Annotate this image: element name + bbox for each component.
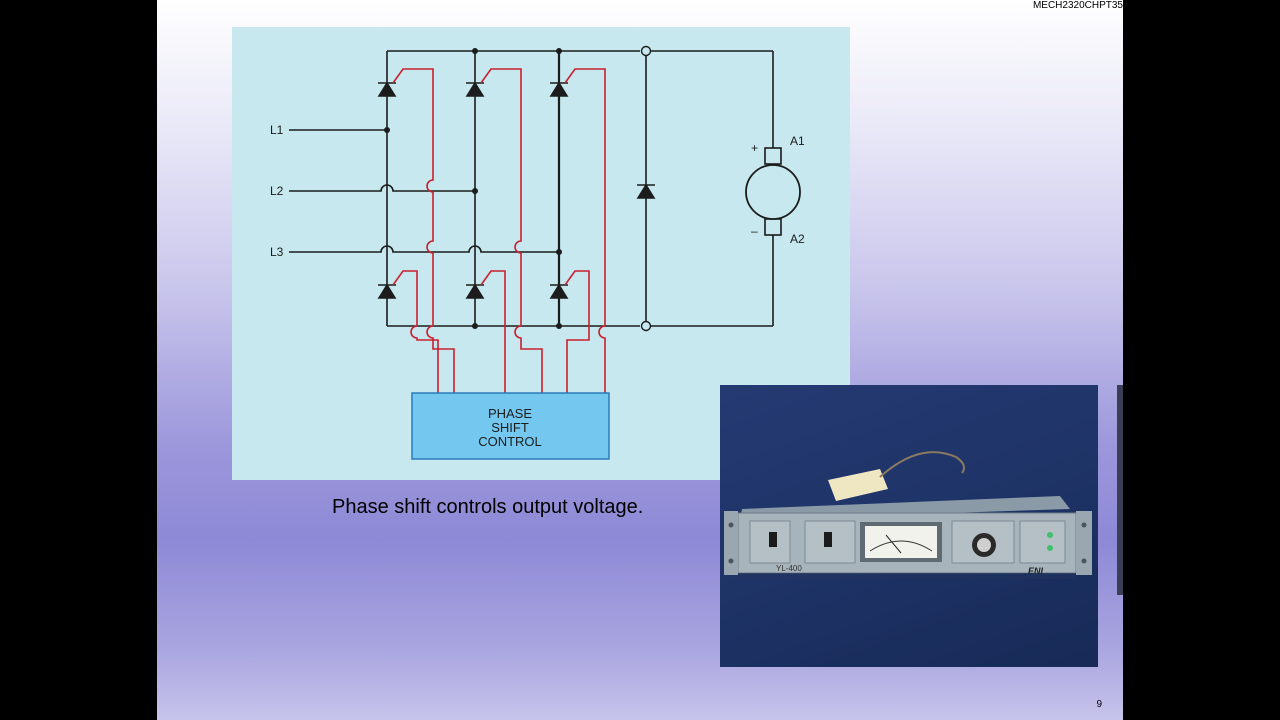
page-number: 9 [1096,699,1102,710]
label-plus: + [751,141,758,155]
device-model: YL-400 [776,564,802,573]
photo-edge-strip [1117,385,1123,595]
scr-symbols [377,81,656,299]
control-line-1: PHASE [488,406,532,421]
power-wiring [289,50,774,327]
label-l1: L1 [270,123,284,137]
slide-id: MECH2320CHPT35 [1032,0,1123,11]
junction-dots [384,48,562,329]
control-line-2: SHIFT [491,420,529,435]
dc-motor [745,147,801,236]
slide: MECH2320CHPT35 [157,0,1123,720]
circuit-svg: PHASE SHIFT CONTROL L1 L2 L3 A1 A2 + – [270,45,805,460]
device-photo-svg: YL-400 ENI [724,451,1092,579]
terminals [640,45,652,332]
phase-shift-control-box: PHASE SHIFT CONTROL [411,392,610,460]
label-l3: L3 [270,245,284,259]
device-photo: YL-400 ENI [720,385,1098,667]
control-line-3: CONTROL [478,434,542,449]
label-a1: A1 [790,134,805,148]
label-minus: – [751,224,758,238]
label-l2: L2 [270,184,284,198]
gate-wiring [392,68,606,393]
slide-caption: Phase shift controls output voltage. [332,496,644,518]
circuit-diagram: PHASE SHIFT CONTROL L1 L2 L3 A1 A2 + – [232,27,850,480]
label-a2: A2 [790,232,805,246]
device-brand: ENI [1028,566,1044,576]
